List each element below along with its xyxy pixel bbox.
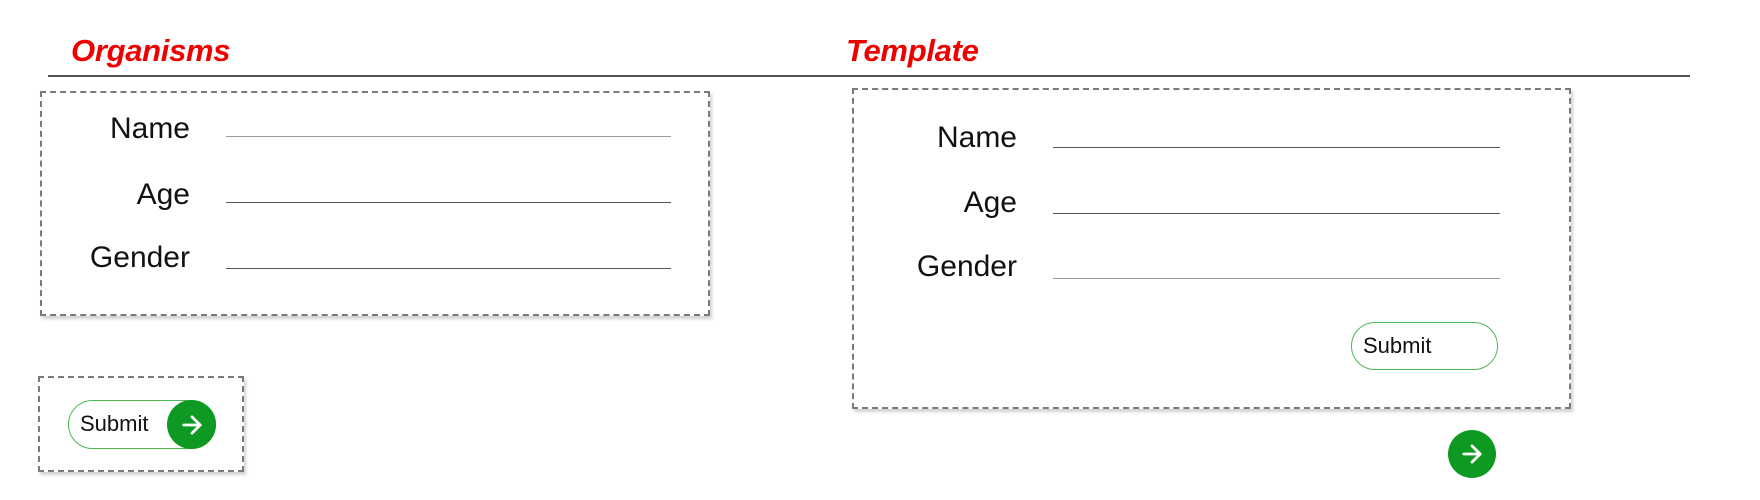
template-form-box: Name Age Gender Submit <box>852 88 1571 409</box>
header-divider <box>48 75 1690 77</box>
template-title: Template <box>846 33 979 68</box>
organisms-field-age: Age <box>42 173 190 213</box>
arrow-right-icon <box>167 400 216 449</box>
submit-label: Submit <box>80 411 149 436</box>
organisms-title: Organisms <box>71 33 231 68</box>
organisms-field-name: Name <box>42 107 190 147</box>
organisms-form-box: Name Age Gender <box>40 91 710 316</box>
submit-button[interactable]: Submit <box>1351 322 1498 370</box>
name-input[interactable] <box>226 136 671 137</box>
field-label-age: Age <box>136 178 190 211</box>
field-label-gender: Gender <box>89 241 190 274</box>
template-field-gender: Gender <box>854 245 1017 285</box>
template-field-name: Name <box>854 116 1017 156</box>
organisms-field-gender: Gender <box>42 236 190 276</box>
age-input[interactable] <box>1053 213 1500 214</box>
submit-arrow-button[interactable]: Submit <box>68 400 216 449</box>
name-input[interactable] <box>1053 147 1500 148</box>
submit-label: Submit <box>1363 333 1432 358</box>
field-label-gender: Gender <box>916 250 1017 283</box>
arrow-right-button[interactable] <box>1448 430 1496 478</box>
gender-input[interactable] <box>226 268 671 269</box>
field-label-age: Age <box>963 186 1017 219</box>
organisms-button-box: Submit <box>38 376 244 472</box>
age-input[interactable] <box>226 202 671 203</box>
field-label-name: Name <box>936 121 1017 154</box>
arrow-right-icon <box>1462 444 1482 464</box>
field-label-name: Name <box>109 112 190 145</box>
gender-input[interactable] <box>1053 278 1500 279</box>
template-field-age: Age <box>854 181 1017 221</box>
